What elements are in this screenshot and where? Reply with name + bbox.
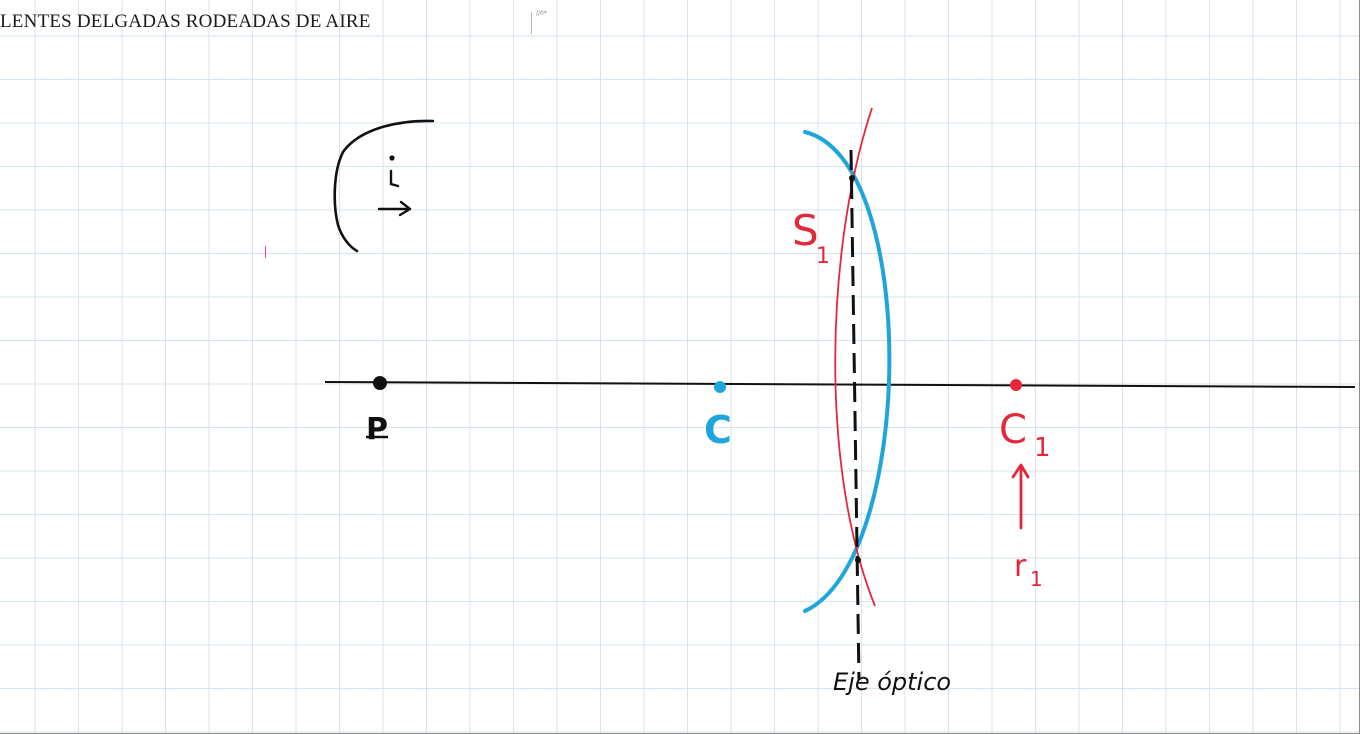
radius-arrow-icon — [1011, 463, 1030, 530]
curvature-center-subscript: 1 — [1034, 433, 1051, 463]
intersection-bottom-dot — [855, 557, 861, 563]
point-p-label: P — [366, 412, 388, 447]
optical-axis-line — [324, 381, 1356, 388]
page-title: LENTES DELGADAS RODEADAS DE AIRE — [0, 11, 371, 32]
surface-s1-subscript: 1 — [816, 244, 830, 269]
incident-light-stroke — [389, 169, 400, 188]
radius-subscript: 1 — [1030, 567, 1043, 591]
optical-axis-label: Eje óptico — [833, 668, 951, 696]
curvature-center-label: C — [999, 407, 1027, 453]
pen-cursor — [265, 246, 266, 258]
incident-light-dot — [389, 155, 395, 161]
incident-arrow-icon — [377, 200, 412, 217]
caret-tag: //0* — [536, 10, 547, 17]
point-p-dot — [373, 376, 387, 390]
lens-center-label: C — [704, 408, 732, 452]
surface-s1-label: S — [792, 206, 819, 255]
intersection-top-dot — [849, 175, 855, 181]
curvature-center-dot — [1010, 379, 1022, 391]
incident-light-arc — [333, 119, 435, 253]
lens-dashed-axis — [849, 149, 861, 681]
lens-center-dot — [714, 381, 726, 393]
radius-label: r — [1014, 549, 1027, 584]
lens-outline — [803, 130, 892, 613]
text-caret — [531, 12, 532, 34]
